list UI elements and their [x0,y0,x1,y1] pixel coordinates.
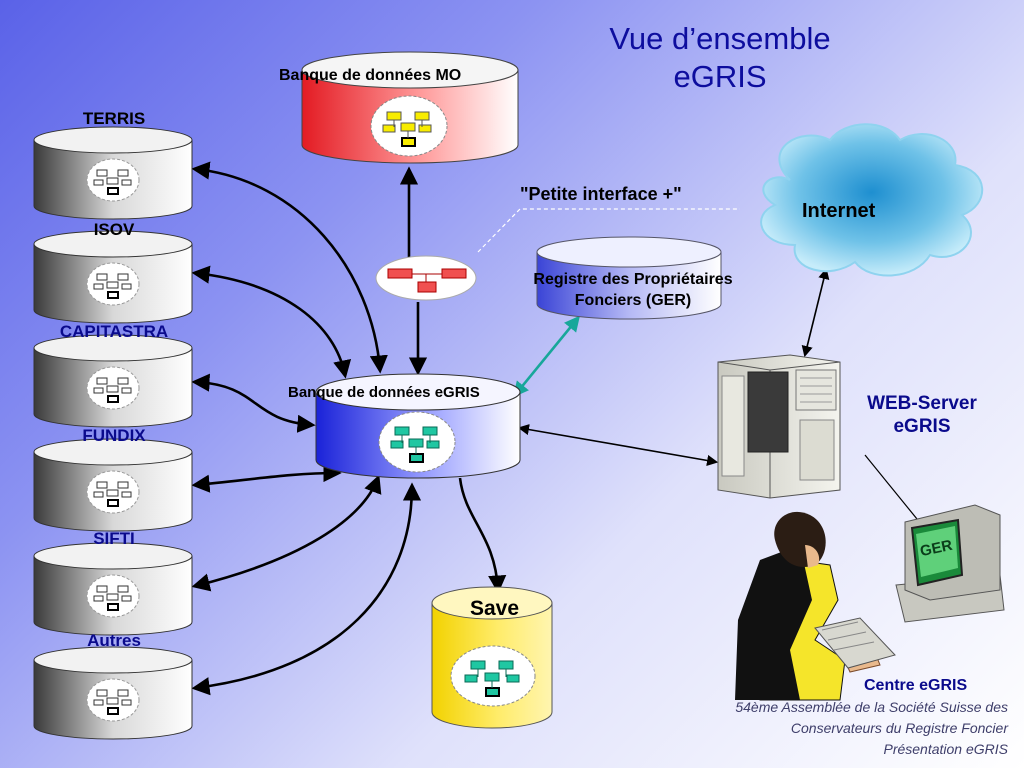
source-cylinder-isov [33,230,193,324]
schema-icon [93,273,132,299]
source-databases [33,126,193,740]
arrow-capitastra-egris [191,373,316,433]
web-server-label: WEB-Server eGRIS [850,392,994,438]
source-cylinder-fundix [33,438,193,532]
registre-label-line1: Registre des Propriétaires [533,271,733,288]
db-mo-label: Banque de données MO [279,67,462,84]
source-label-sifti: SIFTI [93,529,135,548]
person-at-keyboard-icon [735,511,896,701]
web-server-icon [717,354,841,499]
interface-label-leader [477,208,740,253]
centre-egris-label: Centre eGRIS [864,677,968,694]
registre-label: Registre des Propriétaires Fonciers (GER… [508,269,758,311]
slide-title-line1: Vue d’ensemble [609,21,831,56]
footer: 54ème Assemblée de la Société Suisse des… [735,697,1008,760]
schema-icon [93,481,132,507]
save-cylinder [431,586,553,729]
save-schema-icon [464,660,520,697]
registre-label-line2: Fonciers (GER) [574,292,692,309]
footer-line3: Présentation eGRIS [883,741,1008,757]
web-server-label-line1: WEB-Server [867,393,977,414]
source-label-terris: TERRIS [82,109,146,128]
db-egris-schema-icon [390,426,440,463]
arrow-autres-egris [191,482,422,696]
footer-line2: Conservateurs du Registre Foncier [790,720,1008,736]
schema-icon [93,689,132,715]
interface-label: "Petite interface +" [520,184,682,204]
save-label: Save [470,597,520,620]
web-server-label-line2: eGRIS [893,416,951,437]
schema-icon [93,169,132,195]
source-label-fundix: FUNDIX [82,426,146,445]
source-cylinder-terris [33,126,193,220]
arrow-fundix-egris [191,463,342,493]
arrow-egris-registre [513,315,580,398]
source-label-autres: Autres [87,631,141,650]
source-label-capitastra: CAPITASTRA [59,322,169,341]
db-mo-cylinder [301,51,519,164]
internet-label: Internet [802,200,876,222]
footer-line1: 54ème Assemblée de la Société Suisse des [735,699,1008,715]
schema-icon [93,585,132,611]
slide-title: Vue d’ensemble eGRIS [560,20,880,96]
source-cylinder-autres [33,646,193,740]
source-cylinder-capitastra [33,334,193,428]
interface-converter-icon [375,255,477,301]
workstation-icon [895,504,1005,623]
arrow-isov-egris [191,265,352,379]
arrow-webserver-internet [801,267,830,358]
slide-title-line2: eGRIS [673,59,767,94]
arrow-egris-save [458,477,507,594]
internet-cloud-icon [760,123,984,277]
source-label-isov: ISOV [93,220,135,239]
source-cylinder-sifti [33,542,193,636]
arrow-egris-webserver [517,424,719,466]
schema-icon [93,377,132,403]
db-mo-schema-icon [382,111,432,147]
db-egris-cylinder [315,373,521,479]
connectors [191,161,830,696]
db-egris-label: Banque de données eGRIS [288,384,480,401]
registre-cylinder [536,236,722,320]
arrow-terris-egris [191,161,388,374]
